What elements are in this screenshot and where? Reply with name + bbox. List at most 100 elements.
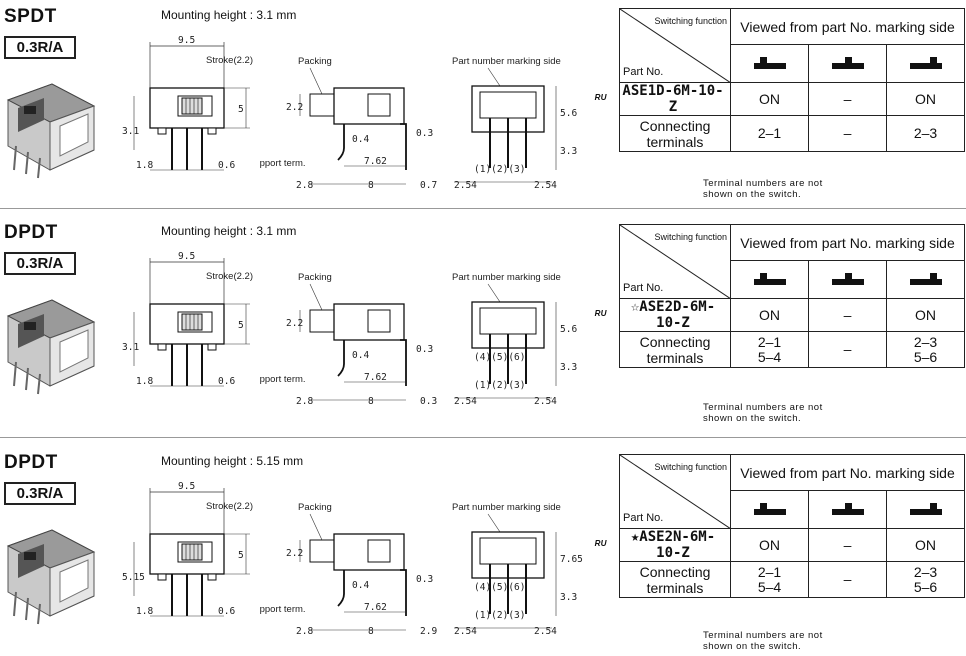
svg-text:2.54: 2.54 (534, 626, 557, 636)
ul-recognized-icon: ᴿᵁ (594, 538, 607, 552)
svg-text:0.3: 0.3 (416, 574, 433, 585)
position-center-icon (808, 260, 887, 299)
svg-text:2.54: 2.54 (454, 626, 477, 636)
state-right: ON (886, 298, 965, 332)
svg-text:3.3: 3.3 (560, 362, 577, 373)
switching-function-label: Switching function (654, 232, 727, 242)
svg-text:(4)(5)(6): (4)(5)(6) (474, 352, 525, 363)
svg-text:(1)(2)(3): (1)(2)(3) (474, 610, 525, 621)
svg-text:9.5: 9.5 (178, 481, 195, 492)
connecting-terminals-label: Connecting terminals (619, 561, 731, 598)
svg-text:2.2: 2.2 (286, 318, 303, 329)
svg-text:5: 5 (238, 104, 244, 115)
part-no-label: Part No. (623, 282, 664, 294)
svg-text:8: 8 (368, 396, 374, 406)
svg-text:2.8: 2.8 (296, 396, 313, 406)
position-left-icon (730, 490, 809, 529)
connecting-terminals-label: Connecting terminals (619, 331, 731, 368)
position-center-icon (808, 490, 887, 529)
svg-text:2.54: 2.54 (454, 396, 477, 406)
svg-text:8: 8 (368, 180, 374, 190)
ul-recognized-icon: ᴿᵁ (594, 308, 607, 322)
svg-text:1.8: 1.8 (136, 606, 153, 617)
svg-text:Support term.: Support term. (260, 158, 306, 169)
svg-text:Stroke(2.2): Stroke(2.2) (206, 271, 253, 282)
svg-text:9.5: 9.5 (178, 35, 195, 46)
end-view-drawing: Part number marking side 7.65 3.3 (1)(2)… (452, 502, 583, 636)
svg-text:7.65: 7.65 (560, 554, 583, 565)
table-corner-cell: Switching function Part No. (619, 8, 731, 83)
position-right-icon (886, 44, 965, 83)
svg-text:Packing: Packing (298, 56, 332, 67)
switch-photo (6, 529, 96, 625)
svg-text:Part number marking side: Part number marking side (452, 502, 561, 513)
front-view-drawing: 9.5 Stroke(2.2) 5 5.15 1.8 0.6 (122, 481, 253, 617)
svg-text:2.54: 2.54 (454, 180, 477, 190)
end-view-drawing: Part number marking side 5.6 3.3 (1)(2)(… (452, 56, 577, 190)
product-section: DPDT 0.3R/A Mounting height : 3.1 mm 9.5… (0, 216, 966, 436)
position-right-icon (886, 260, 965, 299)
part-mark-icon: ★ (630, 529, 640, 545)
state-right: ON (886, 82, 965, 116)
svg-text:5.15: 5.15 (122, 572, 145, 583)
viewed-from-header: Viewed from part No. marking side (730, 224, 965, 261)
state-left: ON (730, 298, 809, 332)
rating-badge: 0.3R/A (4, 252, 76, 275)
rating-badge: 0.3R/A (4, 482, 76, 505)
connecting-terminals-label: Connecting terminals (619, 115, 731, 152)
svg-text:0.6: 0.6 (218, 160, 235, 171)
svg-text:7.62: 7.62 (364, 156, 387, 167)
svg-text:9.5: 9.5 (178, 251, 195, 262)
terminal-note: Terminal numbers are not shown on the sw… (703, 178, 823, 200)
svg-text:7.62: 7.62 (364, 372, 387, 383)
switching-function-table: Switching function Part No. Viewed from … (619, 8, 965, 152)
svg-text:0.3: 0.3 (416, 344, 433, 355)
terminal-note: Terminal numbers are not shown on the sw… (703, 402, 823, 424)
section-divider (0, 437, 966, 438)
svg-text:Packing: Packing (298, 502, 332, 513)
front-view-drawing: 9.5 Stroke(2.2) 5 3.1 1.8 0.6 (122, 35, 253, 171)
svg-text:Stroke(2.2): Stroke(2.2) (206, 501, 253, 512)
switch-photo (6, 299, 96, 395)
svg-text:2.8: 2.8 (296, 180, 313, 190)
part-mark-icon: ☆ (630, 299, 640, 315)
svg-text:5: 5 (238, 320, 244, 331)
product-section: DPDT 0.3R/A Mounting height : 5.15 mm 9.… (0, 446, 966, 656)
position-left-icon (730, 260, 809, 299)
part-number: ★ASE2N-6M-10-Z (619, 528, 731, 562)
conn-center: – (808, 115, 887, 152)
state-left: ON (730, 528, 809, 562)
svg-text:(4)(5)(6): (4)(5)(6) (474, 582, 525, 593)
svg-text:Stroke(2.2): Stroke(2.2) (206, 55, 253, 66)
state-center: – (808, 82, 887, 116)
svg-text:8: 8 (368, 626, 374, 636)
conn-center: – (808, 561, 887, 598)
mounting-height: Mounting height : 3.1 mm (161, 8, 297, 22)
svg-text:0.7: 0.7 (420, 180, 437, 190)
svg-text:2.54: 2.54 (534, 180, 557, 190)
part-no-label: Part No. (623, 512, 664, 524)
terminal-note: Terminal numbers are not shown on the sw… (703, 630, 823, 652)
side-view-drawing: Packing 2.2 0.4 0.3 Support term. 7.62 2… (260, 502, 437, 636)
svg-text:(1)(2)(3): (1)(2)(3) (474, 164, 525, 175)
mounting-height: Mounting height : 3.1 mm (161, 224, 297, 238)
section-divider (0, 208, 966, 209)
switch-photo (6, 83, 96, 179)
rating-badge: 0.3R/A (4, 36, 76, 59)
switching-function-table: Switching function Part No. Viewed from … (619, 454, 965, 598)
svg-text:3.1: 3.1 (122, 342, 139, 353)
svg-text:2.54: 2.54 (534, 396, 557, 406)
switching-function-table: Switching function Part No. Viewed from … (619, 224, 965, 368)
conn-right: 2–3 (886, 115, 965, 152)
state-center: – (808, 528, 887, 562)
section-title: DPDT (4, 222, 58, 243)
svg-text:2.2: 2.2 (286, 548, 303, 559)
svg-text:1.8: 1.8 (136, 160, 153, 171)
ul-recognized-icon: ᴿᵁ (594, 92, 607, 106)
svg-text:Support term.: Support term. (260, 374, 306, 385)
conn-center: – (808, 331, 887, 368)
viewed-from-header: Viewed from part No. marking side (730, 8, 965, 45)
section-title: SPDT (4, 6, 57, 27)
svg-text:3.1: 3.1 (122, 126, 139, 137)
